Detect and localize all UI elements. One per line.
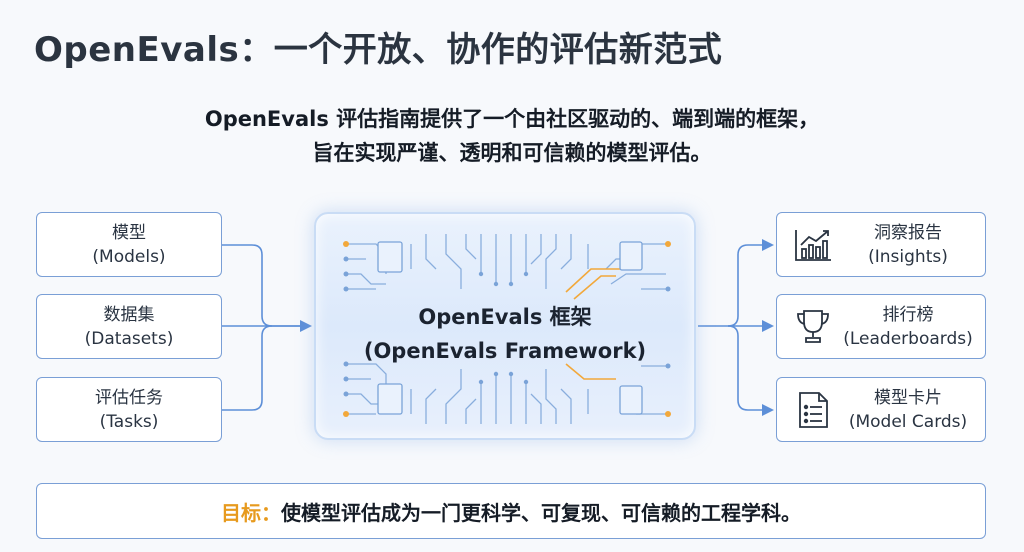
- input-label-zh: 评估任务: [95, 387, 163, 408]
- input-label-zh: 模型: [112, 222, 146, 243]
- output-label-en: (Insights): [868, 246, 948, 267]
- output-text: 洞察报告 (Insights): [839, 221, 985, 269]
- output-leaderboards: 排行榜 (Leaderboards): [776, 294, 986, 359]
- framework-label: OpenEvals 框架 (OpenEvals Framework): [316, 300, 694, 368]
- framework-box: OpenEvals 框架 (OpenEvals Framework): [314, 212, 696, 440]
- output-insights: 洞察报告 (Insights): [776, 212, 986, 277]
- input-label-en: (Models): [92, 246, 166, 267]
- output-label-en: (Leaderboards): [843, 328, 973, 349]
- framework-label-zh: OpenEvals 框架: [418, 305, 592, 329]
- output-label-zh: 洞察报告: [874, 222, 942, 243]
- goal-label: 目标：: [221, 500, 281, 525]
- output-label-en: (Model Cards): [848, 411, 968, 432]
- input-tasks: 评估任务 (Tasks): [36, 377, 222, 442]
- goal-banner: 目标： 使模型评估成为一门更科学、可复现、可信赖的工程学科。: [36, 483, 986, 539]
- output-model-cards: 模型卡片 (Model Cards): [776, 377, 986, 442]
- output-label-zh: 排行榜: [882, 304, 934, 325]
- trophy-icon: [787, 306, 839, 348]
- output-label-zh: 模型卡片: [874, 387, 942, 408]
- output-text: 排行榜 (Leaderboards): [839, 303, 985, 351]
- input-datasets: 数据集 (Datasets): [36, 294, 222, 359]
- input-label-zh: 数据集: [103, 304, 155, 325]
- chart-icon: [787, 224, 839, 266]
- output-text: 模型卡片 (Model Cards): [839, 386, 985, 434]
- input-models: 模型 (Models): [36, 212, 222, 277]
- framework-label-en: (OpenEvals Framework): [363, 339, 647, 363]
- subtitle-line-2: 旨在实现严谨、透明和可信赖的模型评估。: [312, 141, 712, 165]
- document-icon: [787, 389, 839, 431]
- input-label-en: (Tasks): [99, 411, 159, 432]
- subtitle-line-1: OpenEvals 评估指南提供了一个由社区驱动的、端到端的框架，: [204, 107, 820, 131]
- page-title: OpenEvals：一个开放、协作的评估新范式: [34, 30, 723, 70]
- circuit-pattern-icon: [343, 234, 671, 424]
- input-label-en: (Datasets): [84, 328, 174, 349]
- goal-text: 使模型评估成为一门更科学、可复现、可信赖的工程学科。: [281, 500, 801, 525]
- subtitle: OpenEvals 评估指南提供了一个由社区驱动的、端到端的框架， 旨在实现严谨…: [0, 102, 1024, 170]
